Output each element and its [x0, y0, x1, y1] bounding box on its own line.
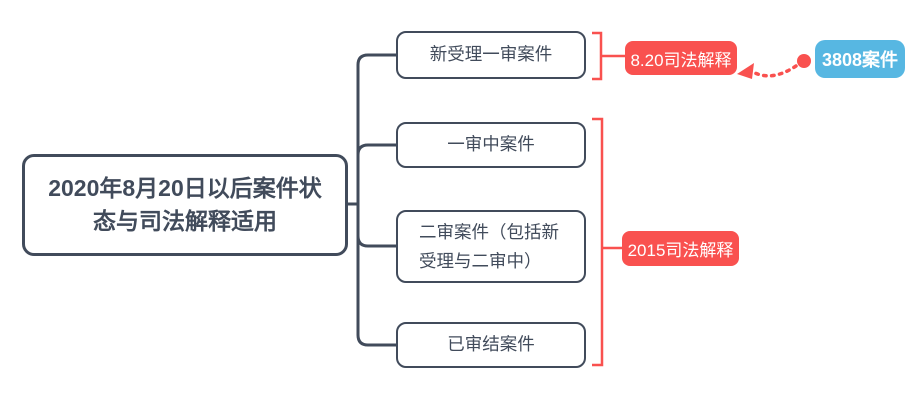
bracket-1-shape	[592, 31, 603, 81]
bracket-legacy-rule	[592, 117, 622, 367]
dotted-arrow	[737, 54, 811, 79]
annotation-badge-label: 2015司法解释	[627, 241, 734, 260]
arrow-origin-dot	[797, 54, 811, 68]
branch-node-second-instance[interactable]: 二审案件（包括新受理与二审中）	[396, 210, 586, 283]
annotation-badge-label: 3808案件	[821, 50, 899, 70]
annotation-badge-820-rule[interactable]: 8.20司法解释	[625, 41, 737, 75]
branch-line-1	[356, 53, 396, 204]
annotation-badge-label: 8.20司法解释	[630, 50, 732, 70]
branch-node-label: 二审案件（包括新受理与二审中）	[419, 221, 559, 271]
branch-lines	[348, 53, 396, 347]
branch-line-4	[356, 204, 396, 347]
branch-line-3	[356, 204, 396, 248]
arrow-dotted-curve	[751, 64, 798, 78]
bracket-new-first-instance	[592, 31, 625, 81]
root-node[interactable]: 2020年8月20日以后案件状态与司法解释适用	[22, 154, 348, 256]
branch-line-2	[356, 143, 396, 204]
branch-node-label: 一审中案件	[447, 134, 535, 155]
branch-node-label: 已审结案件	[447, 334, 535, 355]
root-node-label: 2020年8月20日以后案件状态与司法解释适用	[48, 175, 322, 234]
bracket-2-shape	[592, 117, 604, 367]
branch-node-in-first-instance[interactable]: 一审中案件	[396, 122, 586, 168]
branch-node-concluded[interactable]: 已审结案件	[396, 322, 586, 368]
branch-node-label: 新受理一审案件	[429, 44, 553, 65]
arrow-head	[737, 63, 754, 79]
annotation-badge-case-count[interactable]: 3808案件	[815, 40, 905, 78]
annotation-badge-2015-rule[interactable]: 2015司法解释	[622, 231, 739, 266]
branch-node-new-first-instance[interactable]: 新受理一审案件	[396, 31, 586, 79]
